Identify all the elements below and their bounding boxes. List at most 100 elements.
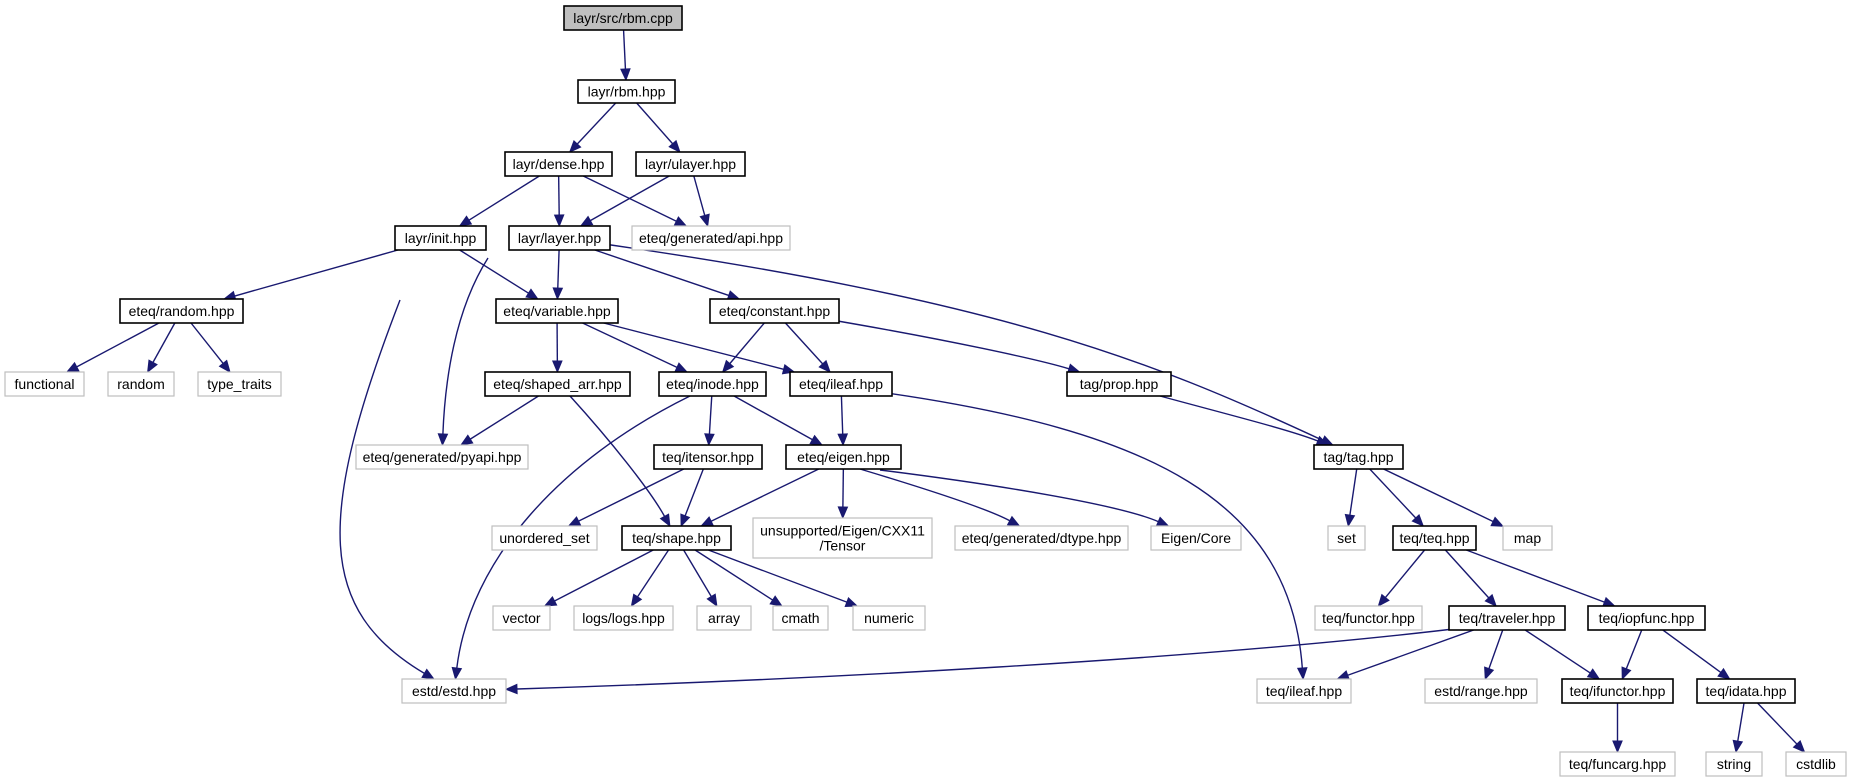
- node-functor: teq/functor.hpp: [1314, 605, 1423, 631]
- node-iopfunc[interactable]: teq/iopfunc.hpp: [1587, 605, 1706, 631]
- edge-ulayer-to-api: [693, 175, 710, 228]
- node-rbm-hpp[interactable]: layr/rbm.hpp: [577, 79, 676, 104]
- edge-line: [339, 299, 425, 674]
- edge-line: [557, 249, 560, 289]
- node-layer[interactable]: layr/layer.hpp: [508, 225, 611, 251]
- node-variable[interactable]: eteq/variable.hpp: [495, 298, 619, 324]
- node-box: [696, 605, 752, 631]
- edge-itensor-to-shape: [680, 468, 704, 528]
- node-label: tag/tag.hpp: [1323, 449, 1393, 465]
- node-label: /Tensor: [820, 538, 866, 554]
- edge-line: [1347, 629, 1474, 676]
- edge-shaped_arr-to-pyapi: [459, 395, 539, 446]
- node-box: [631, 225, 791, 251]
- edge-line: [468, 175, 540, 221]
- node-label: eteq/ileaf.hpp: [799, 376, 883, 392]
- edge-line: [1444, 549, 1490, 599]
- node-label: teq/iopfunc.hpp: [1599, 610, 1695, 626]
- node-label: teq/idata.hpp: [1706, 683, 1787, 699]
- node-ulayer[interactable]: layr/ulayer.hpp: [635, 151, 746, 177]
- node-eteq-ileaf[interactable]: eteq/ileaf.hpp: [789, 371, 893, 397]
- arrowhead: [837, 506, 849, 520]
- arrowhead: [769, 595, 783, 607]
- node-inode[interactable]: eteq/inode.hpp: [658, 371, 767, 397]
- arrowhead: [700, 516, 714, 527]
- node-label: layr/dense.hpp: [513, 156, 605, 172]
- node-label: numeric: [864, 610, 914, 626]
- arrowhead: [551, 360, 563, 374]
- edge-tag-to-map: [1383, 468, 1505, 527]
- node-random-hpp[interactable]: eteq/random.hpp: [119, 298, 244, 324]
- node-rbm-cpp[interactable]: layr/src/rbm.cpp: [563, 5, 683, 31]
- arrowhead: [1344, 513, 1356, 528]
- node-label: layr/layer.hpp: [518, 230, 601, 246]
- node-tensor: unsupported/Eigen/CXX11/Tensor: [752, 517, 933, 559]
- node-label: tag/prop.hpp: [1080, 376, 1159, 392]
- arrowhead: [1296, 667, 1308, 681]
- node-label: estd/estd.hpp: [412, 683, 496, 699]
- edge-inode-to-estd: [451, 395, 691, 681]
- node-label: eteq/eigen.hpp: [797, 449, 890, 465]
- node-box: [772, 605, 829, 631]
- node-shaped-arr[interactable]: eteq/shaped_arr.hpp: [484, 371, 631, 397]
- edge-dense-to-api: [582, 175, 688, 227]
- node-traveler[interactable]: teq/traveler.hpp: [1448, 605, 1566, 631]
- edge-line: [1159, 395, 1319, 442]
- edge-line: [152, 322, 176, 363]
- node-idata[interactable]: teq/idata.hpp: [1696, 678, 1796, 704]
- node-label: teq/ileaf.hpp: [1266, 683, 1342, 699]
- node-tag[interactable]: tag/tag.hpp: [1313, 444, 1404, 470]
- node-label: set: [1337, 530, 1356, 546]
- edge-traveler-to-teq_ileaf: [1336, 629, 1474, 681]
- node-constant[interactable]: eteq/constant.hpp: [709, 298, 840, 324]
- arrowhead: [451, 666, 463, 681]
- edge-line: [234, 249, 399, 297]
- node-box: [852, 605, 926, 631]
- arrowhead: [809, 434, 824, 446]
- edge-layer-to-estd: [339, 299, 435, 680]
- node-box: [563, 5, 683, 31]
- node-dense[interactable]: layr/dense.hpp: [504, 151, 613, 177]
- node-box: [504, 151, 613, 177]
- edge-idata-to-cstdlib: [1757, 702, 1806, 753]
- edge-line: [694, 549, 774, 601]
- node-label: teq/funcarg.hpp: [1569, 756, 1667, 772]
- node-box: [1313, 444, 1404, 470]
- node-teq[interactable]: teq/teq.hpp: [1392, 525, 1477, 551]
- node-ifunctor[interactable]: teq/ifunctor.hpp: [1561, 678, 1674, 704]
- arrowhead: [1586, 668, 1601, 680]
- edge-line: [1524, 629, 1591, 674]
- edge-line: [879, 469, 1159, 523]
- edge-line: [578, 468, 685, 522]
- node-label: Eigen/Core: [1161, 530, 1231, 546]
- arrowhead: [844, 596, 859, 607]
- edge-inode-to-itensor: [704, 395, 715, 447]
- edge-eteq_ileaf-to-teq_ileaf: [879, 391, 1308, 681]
- node-box: [658, 371, 767, 397]
- node-box: [1587, 605, 1706, 631]
- arrowhead: [579, 215, 594, 227]
- node-label: functional: [15, 376, 75, 392]
- node-label: teq/shape.hpp: [632, 530, 721, 546]
- node-range: estd/range.hpp: [1424, 678, 1538, 704]
- node-itensor[interactable]: teq/itensor.hpp: [653, 444, 763, 470]
- edge-line: [684, 468, 704, 517]
- node-box: [1559, 751, 1676, 777]
- arrowhead: [818, 359, 831, 373]
- edge-line: [76, 322, 160, 368]
- node-init[interactable]: layr/init.hpp: [394, 225, 487, 251]
- node-box: [495, 298, 619, 324]
- edge-shape-to-numeric: [708, 549, 859, 607]
- node-label: teq/itensor.hpp: [662, 449, 754, 465]
- node-eigen[interactable]: eteq/eigen.hpp: [785, 444, 902, 470]
- arrowhead: [458, 215, 473, 227]
- node-label: logs/logs.hpp: [582, 610, 665, 626]
- arrowhead: [218, 359, 231, 374]
- arrowhead: [567, 516, 582, 527]
- edge-line: [594, 249, 729, 297]
- node-prop[interactable]: tag/prop.hpp: [1066, 371, 1172, 397]
- node-random: random: [107, 371, 175, 397]
- node-box: [1705, 751, 1763, 777]
- edge-iopfunc-to-ifunctor: [1621, 629, 1643, 681]
- node-shape[interactable]: teq/shape.hpp: [621, 525, 732, 551]
